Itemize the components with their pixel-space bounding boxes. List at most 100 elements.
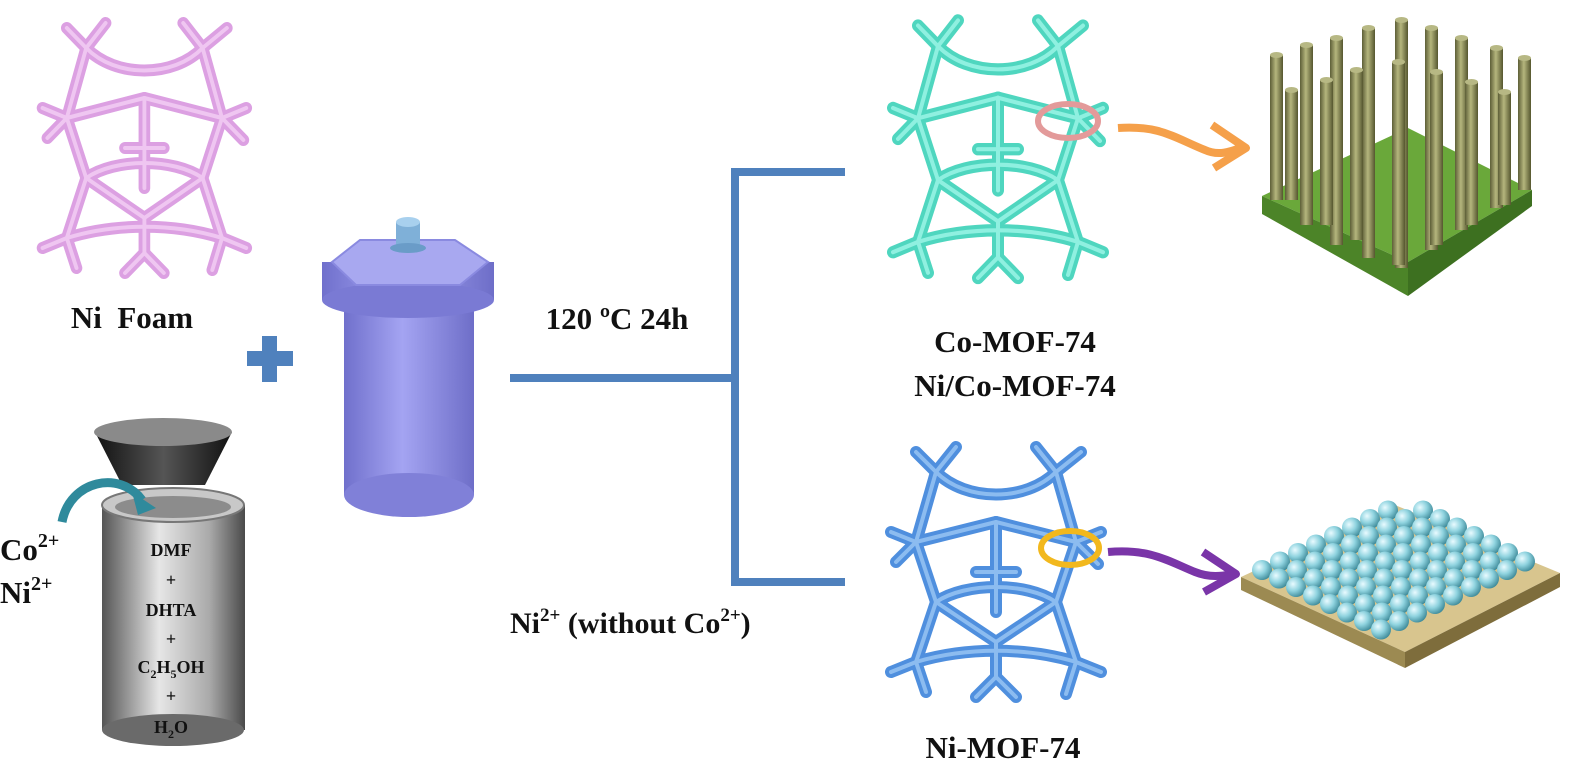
sphere bbox=[1303, 585, 1323, 606]
sphere bbox=[1337, 602, 1357, 623]
nanorod-cap bbox=[1392, 59, 1405, 65]
sphere bbox=[1390, 594, 1410, 614]
curved-arrow-icon bbox=[57, 478, 156, 524]
sphere bbox=[1371, 619, 1391, 640]
nanorod bbox=[1430, 72, 1443, 245]
sphere bbox=[1360, 509, 1380, 529]
sphere bbox=[1413, 500, 1433, 521]
sphere bbox=[1428, 543, 1448, 563]
cup-line-dmf: DMF bbox=[151, 540, 192, 560]
plus-icon bbox=[247, 336, 293, 382]
sphere bbox=[1357, 560, 1377, 580]
ni-mof-framework bbox=[891, 447, 1101, 697]
orange-arrow-icon bbox=[1117, 121, 1250, 172]
sphere bbox=[1409, 568, 1429, 589]
nanorod-cap bbox=[1490, 45, 1503, 51]
highlight-ring-yellow bbox=[1038, 528, 1102, 568]
sphere bbox=[1479, 568, 1499, 589]
cup-solvents: DMF + DHTA + C2H5OH + H2O bbox=[137, 540, 204, 741]
sphere bbox=[1322, 560, 1342, 580]
sphere bbox=[1306, 534, 1326, 555]
sphere bbox=[1342, 517, 1362, 538]
nanorod bbox=[1320, 80, 1333, 225]
co-ion-label: Co2+ bbox=[0, 530, 59, 567]
nanorod bbox=[1465, 82, 1478, 225]
sphere bbox=[1462, 560, 1482, 580]
sphere bbox=[1356, 577, 1376, 597]
cup-line-dhta: DHTA bbox=[146, 600, 197, 620]
sphere bbox=[1378, 500, 1398, 521]
co-mof-framework bbox=[893, 20, 1103, 277]
sphere bbox=[1270, 551, 1290, 572]
sphere bbox=[1407, 602, 1427, 623]
sphere bbox=[1444, 568, 1464, 589]
purple-arrow-icon bbox=[1107, 547, 1240, 596]
nanorod bbox=[1300, 45, 1313, 225]
cup-plus-2: + bbox=[166, 629, 176, 649]
sphere bbox=[1355, 594, 1375, 614]
cup-plus-3: + bbox=[166, 686, 176, 706]
sphere bbox=[1392, 560, 1412, 580]
sphere bbox=[1427, 560, 1447, 580]
sphere bbox=[1358, 543, 1378, 563]
sphere bbox=[1340, 551, 1360, 572]
nanorod bbox=[1498, 92, 1511, 205]
sphere bbox=[1393, 543, 1413, 563]
nanorod-cap bbox=[1425, 25, 1438, 31]
condition-label: 120 ºC 24h bbox=[546, 301, 689, 336]
nanorod-cap bbox=[1300, 42, 1313, 48]
sphere bbox=[1374, 568, 1394, 589]
ni-foam-framework bbox=[43, 23, 247, 273]
nanorod-cap bbox=[1270, 52, 1283, 58]
cup-line-ethanol: C2H5OH bbox=[137, 657, 204, 681]
sphere bbox=[1445, 551, 1465, 572]
nanorod-cap bbox=[1518, 55, 1531, 61]
sphere bbox=[1341, 534, 1361, 555]
nanorod bbox=[1392, 62, 1405, 265]
sphere bbox=[1323, 543, 1343, 563]
sphere bbox=[1269, 568, 1289, 589]
nanorod bbox=[1270, 55, 1283, 200]
sphere bbox=[1377, 517, 1397, 538]
nanorod bbox=[1350, 70, 1363, 240]
nanorod bbox=[1455, 38, 1468, 230]
sphere bbox=[1375, 551, 1395, 572]
nanorod-cap bbox=[1455, 35, 1468, 41]
highlight-ring-pink bbox=[1035, 101, 1101, 141]
sphere bbox=[1339, 568, 1359, 589]
sphere bbox=[1443, 585, 1463, 606]
nanorod bbox=[1330, 38, 1343, 245]
sphere bbox=[1287, 560, 1307, 580]
nanorod-cap bbox=[1498, 89, 1511, 95]
nanorod bbox=[1362, 28, 1375, 258]
sphere bbox=[1354, 611, 1374, 631]
sphere bbox=[1394, 526, 1414, 546]
sphere bbox=[1321, 577, 1341, 597]
sphere bbox=[1372, 602, 1392, 623]
nanorod-cap bbox=[1330, 35, 1343, 41]
sphere bbox=[1446, 534, 1466, 555]
sphere bbox=[1430, 509, 1450, 529]
sphere bbox=[1373, 585, 1393, 606]
nanorod-cap bbox=[1465, 79, 1478, 85]
sphere bbox=[1429, 526, 1449, 546]
cup-line-water: H2O bbox=[154, 717, 188, 741]
sphere bbox=[1304, 568, 1324, 589]
sphere bbox=[1481, 534, 1501, 555]
sphere bbox=[1425, 594, 1445, 614]
sphere bbox=[1408, 585, 1428, 606]
branch-ni-label: Ni2+ (without Co2+) bbox=[510, 605, 751, 640]
sphere bbox=[1324, 526, 1344, 546]
sphere bbox=[1395, 509, 1415, 529]
sphere bbox=[1410, 551, 1430, 572]
nanorod-cap bbox=[1395, 17, 1408, 23]
sphere bbox=[1320, 594, 1340, 614]
sphere bbox=[1411, 534, 1431, 555]
ni-mof-label: Ni-MOF-74 bbox=[926, 730, 1081, 762]
sphere bbox=[1412, 517, 1432, 538]
sphere bbox=[1498, 543, 1518, 563]
sphere bbox=[1391, 577, 1411, 597]
nanorod-cap bbox=[1350, 67, 1363, 73]
nico-mof-label: Ni/Co-MOF-74 bbox=[914, 368, 1115, 403]
